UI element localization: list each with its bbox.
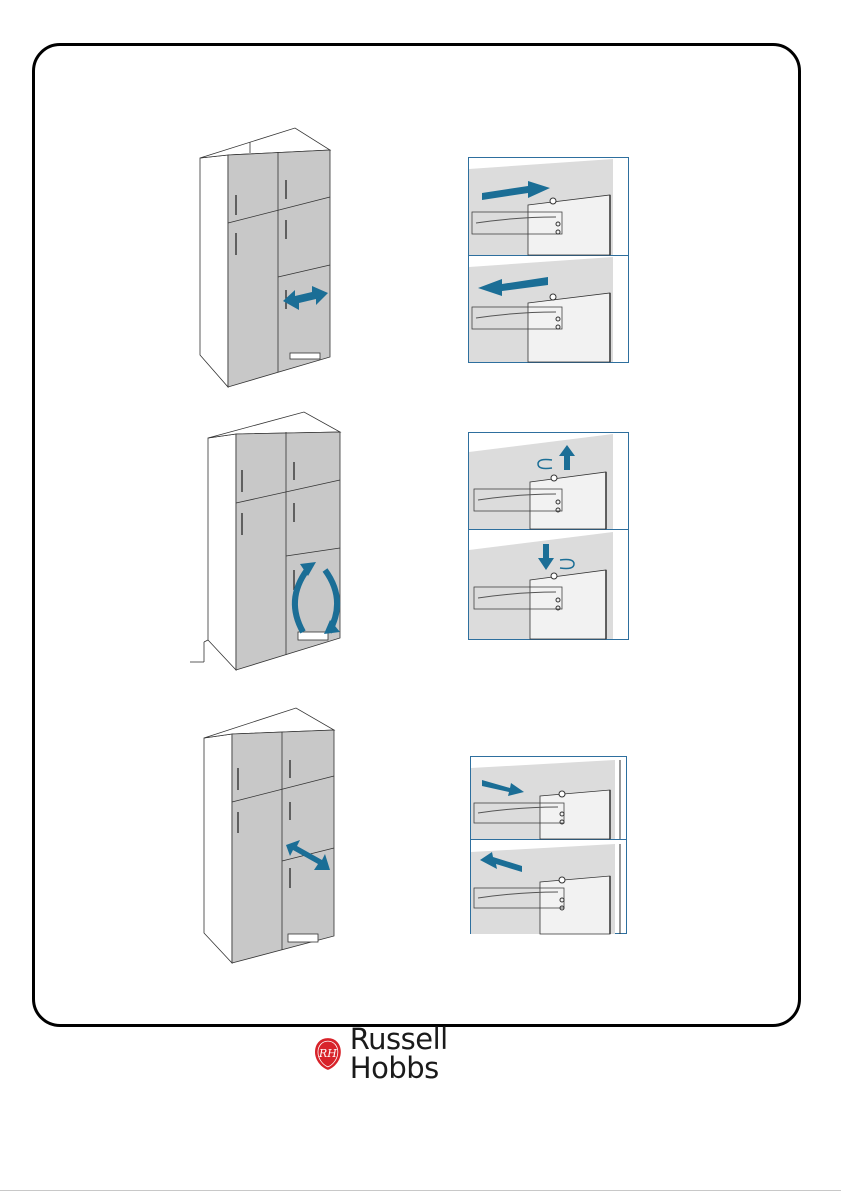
step2-detail-panels: [468, 432, 630, 642]
step1-cabinet-illustration: [190, 125, 340, 390]
step3-cabinet-illustration: [196, 698, 346, 966]
russell-hobbs-seal-icon: RH: [314, 1037, 342, 1071]
hinge-detail-top: [471, 760, 620, 839]
step3-detail-panels: [470, 756, 628, 936]
step1-detail-panels: [468, 157, 630, 364]
hinge-detail-bottom: [469, 257, 613, 362]
page-frame: [32, 43, 801, 1027]
brand-monogram: RH: [318, 1047, 337, 1060]
brand-logo: RH Russell Hobbs: [314, 1036, 544, 1072]
step2-cabinet-illustration: [190, 410, 350, 675]
page-bottom-rule: [0, 1190, 841, 1191]
hinge-detail-bottom: [469, 532, 613, 639]
brand-name: Russell Hobbs: [350, 1025, 544, 1083]
hinge-detail-top: [469, 159, 613, 255]
